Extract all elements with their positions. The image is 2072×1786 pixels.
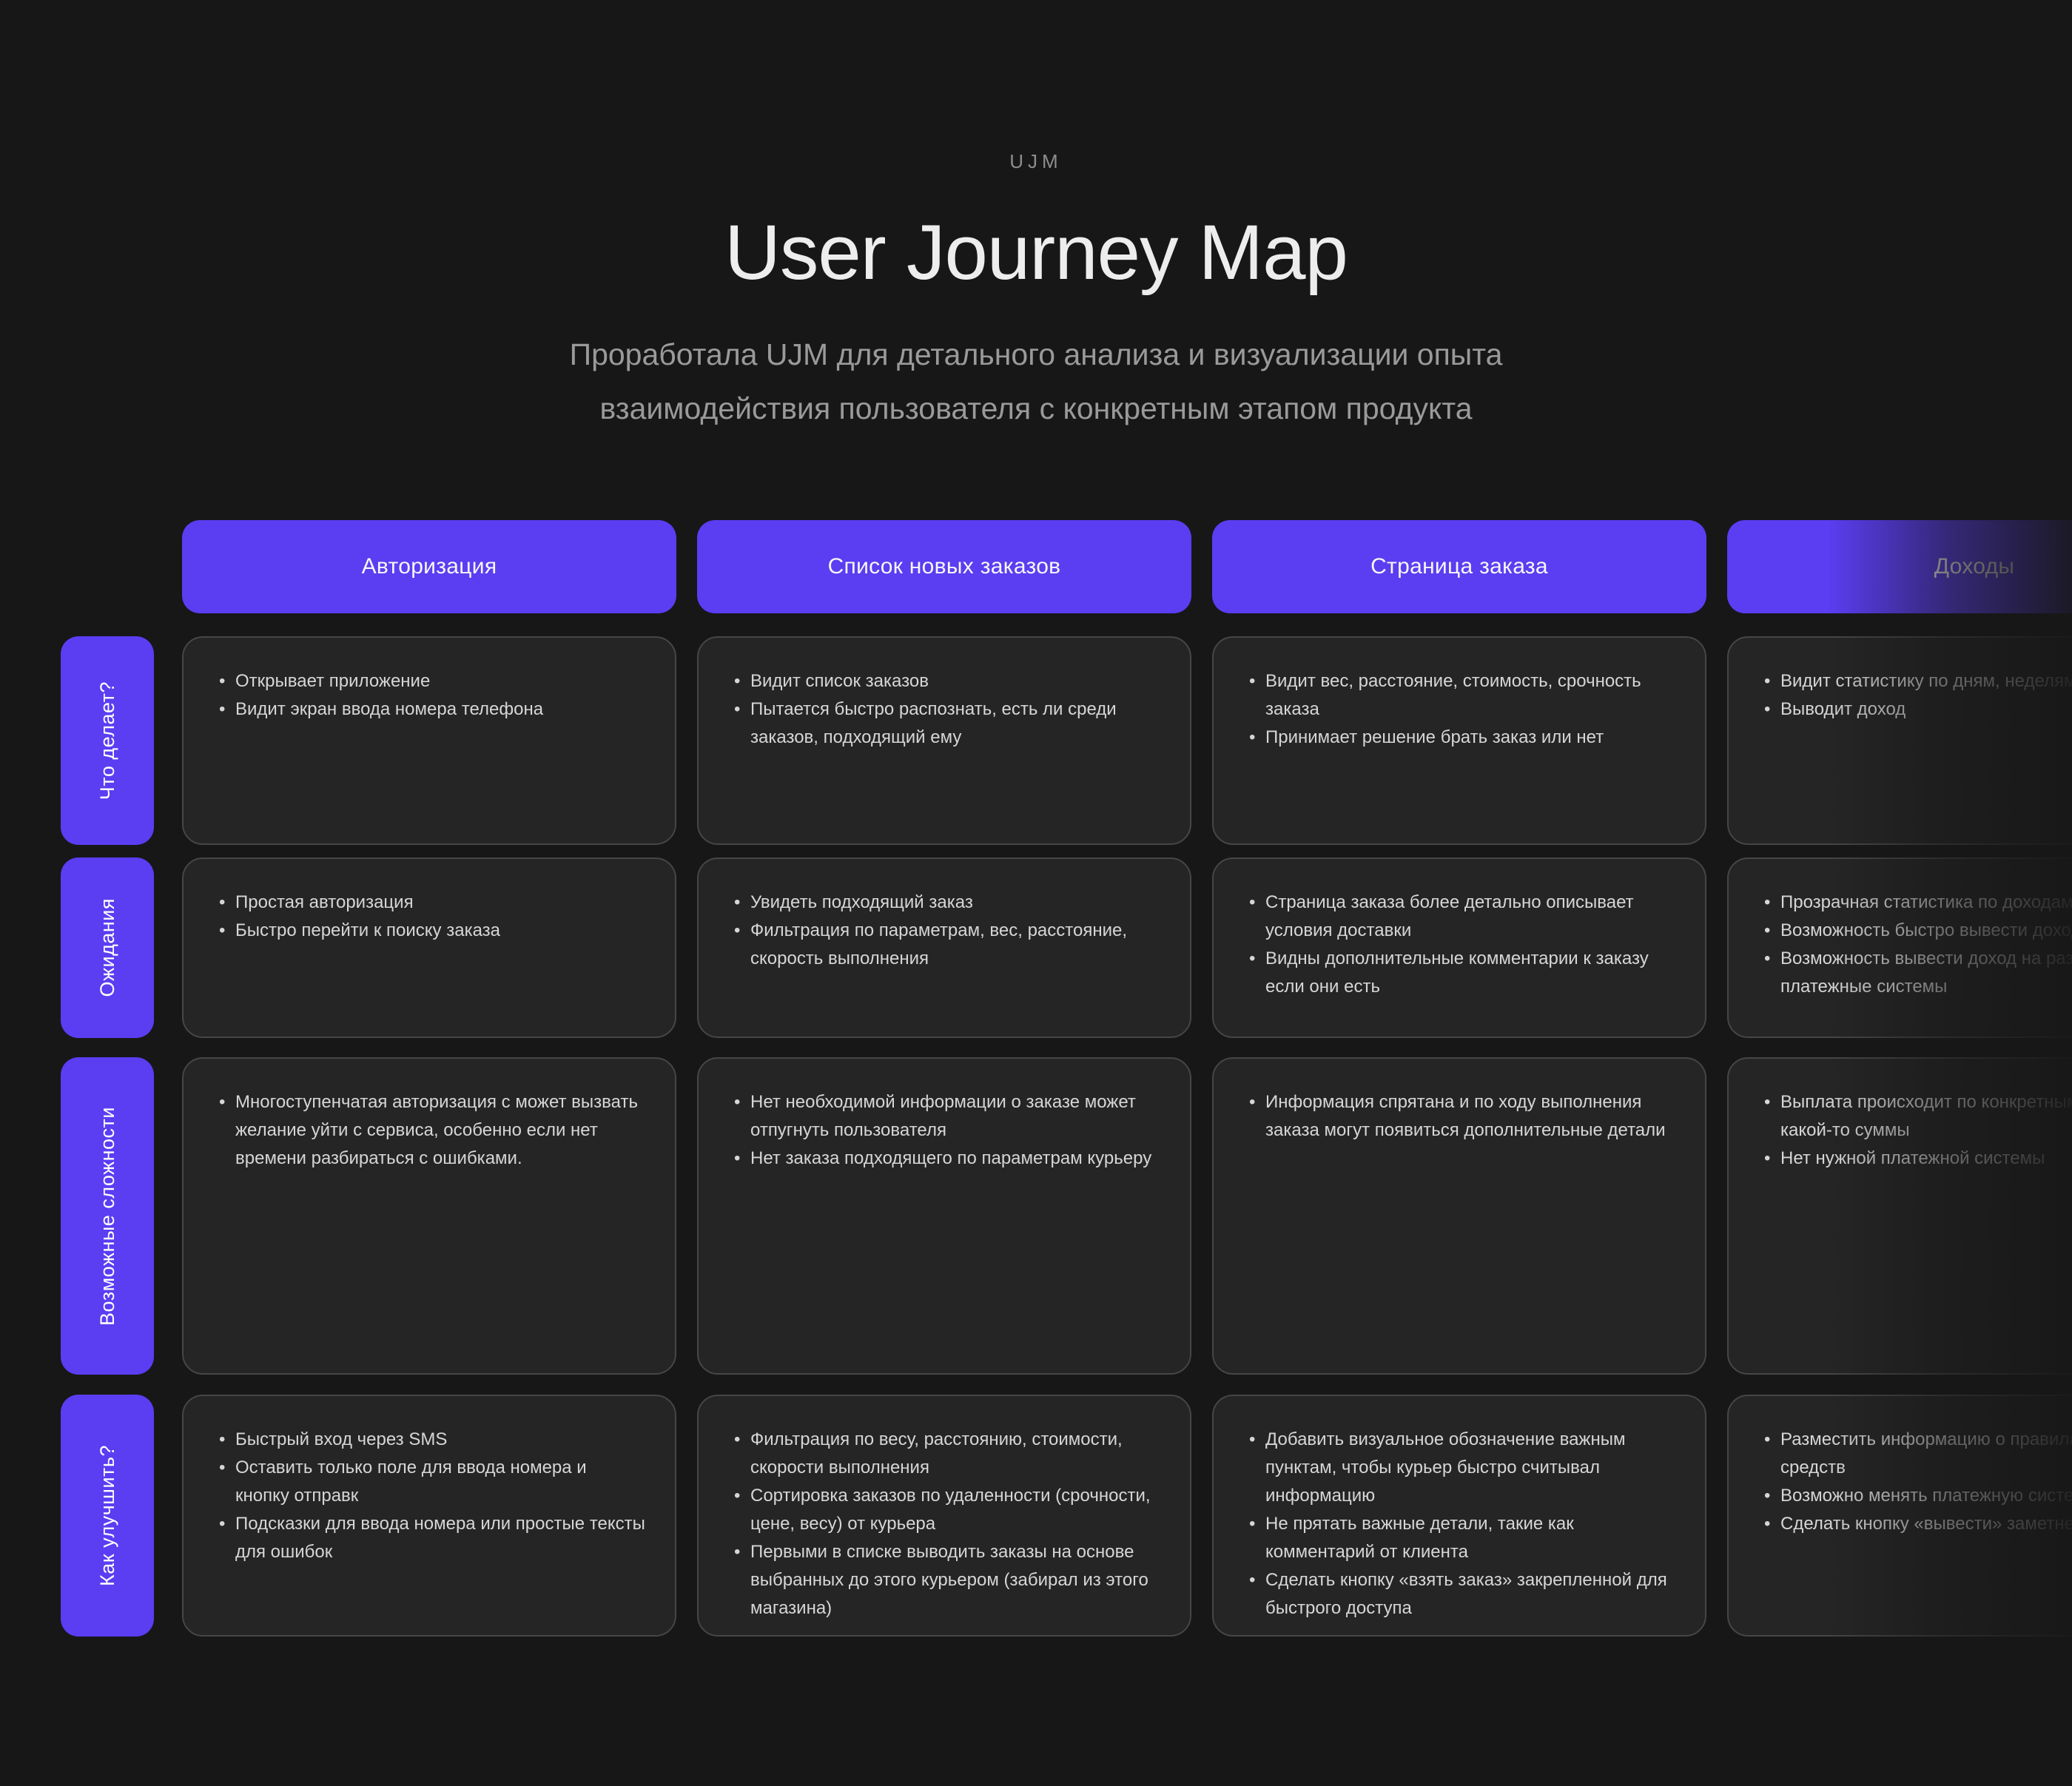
row-label-how-to-improve: Как улучшить? (61, 1395, 154, 1637)
bullet-item: Быстрый вход через SMS (219, 1426, 645, 1454)
cell-r2-c1: Нет необходимой информации о заказе може… (697, 1057, 1191, 1375)
cell-r0-c1: Видит список заказов Пытается быстро рас… (697, 636, 1191, 845)
row-possible-difficulties: Возможные сложности Многоступенчатая авт… (61, 1057, 2072, 1375)
bullet-item: Видит список заказов (734, 667, 1160, 695)
bullet-list: Фильтрация по весу, расстоянию, стоимост… (734, 1426, 1160, 1622)
row-label-text: Как улучшить? (95, 1445, 118, 1586)
bullet-item: Увидеть подходящий заказ (734, 889, 1160, 917)
row-label-text: Возможные сложности (95, 1106, 118, 1326)
bullet-item: Не прятать важные детали, такие как комм… (1249, 1510, 1675, 1566)
bullet-item: Простая авторизация (219, 889, 645, 917)
row-label-text: Что делает? (95, 681, 118, 801)
bullet-item: Возможно менять платежную систему (1764, 1482, 2072, 1510)
bullet-item: Возможность быстро вывести доход (1764, 917, 2072, 945)
row-expectations: Ожидания Простая авторизация Быстро пере… (61, 857, 2072, 1038)
bullet-item: Видит статистику по дням, неделям (1764, 667, 2072, 695)
column-header-order-page: Страница заказа (1212, 520, 1706, 613)
bullet-list: Видит вес, расстояние, стоимость, срочно… (1249, 667, 1675, 752)
cell-r0-c2: Видит вес, расстояние, стоимость, срочно… (1212, 636, 1706, 845)
bullet-item: Первыми в списке выводить заказы на осно… (734, 1538, 1160, 1622)
row-label-what-does: Что делает? (61, 636, 154, 845)
cell-r1-c1: Увидеть подходящий заказ Фильтрация по п… (697, 857, 1191, 1038)
bullet-item: Разместить информацию о правилах вывода … (1764, 1426, 2072, 1482)
header-row: Авторизация Список новых заказов Страниц… (61, 520, 2072, 613)
bullet-list: Многоступенчатая авторизация с может выз… (219, 1088, 645, 1173)
row-label-text: Ожидания (95, 898, 118, 997)
cell-r0-c3: Видит статистику по дням, неделям Выводи… (1727, 636, 2072, 845)
cell-r3-c1: Фильтрация по весу, расстоянию, стоимост… (697, 1395, 1191, 1637)
bullet-list: Видит статистику по дням, неделям Выводи… (1764, 667, 2072, 724)
bullet-item: Принимает решение брать заказ или нет (1249, 724, 1675, 752)
cell-r1-c0: Простая авторизация Быстро перейти к пои… (182, 857, 676, 1038)
column-header-authorization: Авторизация (182, 520, 676, 613)
cell-r2-c0: Многоступенчатая авторизация с может выз… (182, 1057, 676, 1375)
badge-label: UJM (1009, 150, 1063, 172)
column-header-new-orders-list: Список новых заказов (697, 520, 1191, 613)
cell-r0-c0: Открывает приложение Видит экран ввода н… (182, 636, 676, 845)
bullet-list: Прозрачная статистика по доходам Возможн… (1764, 889, 2072, 1001)
cell-r2-c3: Выплата происходит по конкретным дням от… (1727, 1057, 2072, 1375)
page-subtitle: Проработала UJM для детального анализа и… (569, 337, 1503, 425)
column-header-income: Доходы (1727, 520, 2072, 613)
cell-r3-c0: Быстрый вход через SMS Оставить только п… (182, 1395, 676, 1637)
bullet-list: Информация спрятана и по ходу выполнения… (1249, 1088, 1675, 1145)
bullet-item: Видит экран ввода номера телефона (219, 695, 645, 724)
bullet-list: Быстрый вход через SMS Оставить только п… (219, 1426, 645, 1566)
bullet-item: Оставить только поле для ввода номера и … (219, 1454, 645, 1510)
cell-r1-c3: Прозрачная статистика по доходам Возможн… (1727, 857, 2072, 1038)
bullet-item: Нет нужной платежной системы (1764, 1145, 2072, 1173)
page-title: User Journey Map (724, 209, 1348, 296)
row-what-does: Что делает? Открывает приложение Видит э… (61, 636, 2072, 845)
bullet-item: Сделать кнопку «вывести» заметнее (1764, 1510, 2072, 1538)
bullet-item: Нет необходимой информации о заказе може… (734, 1088, 1160, 1145)
bullet-list: Простая авторизация Быстро перейти к пои… (219, 889, 645, 945)
bullet-list: Выплата происходит по конкретным дням от… (1764, 1088, 2072, 1173)
bullet-list: Разместить информацию о правилах вывода … (1764, 1426, 2072, 1538)
bullet-item: Пытается быстро распознать, есть ли сред… (734, 695, 1160, 752)
bullet-item: Добавить визуальное обозначение важным п… (1249, 1426, 1675, 1510)
bullet-item: Видит вес, расстояние, стоимость, срочно… (1249, 667, 1675, 724)
row-how-to-improve: Как улучшить? Быстрый вход через SMS Ост… (61, 1395, 2072, 1637)
bullet-item: Выводит доход (1764, 695, 2072, 724)
bullet-item: Фильтрация по параметрам, вес, расстояни… (734, 917, 1160, 973)
bullet-item: Выплата происходит по конкретным дням от… (1764, 1088, 2072, 1145)
bullet-item: Информация спрятана и по ходу выполнения… (1249, 1088, 1675, 1145)
bullet-list: Добавить визуальное обозначение важным п… (1249, 1426, 1675, 1622)
bullet-list: Открывает приложение Видит экран ввода н… (219, 667, 645, 724)
bullet-item: Открывает приложение (219, 667, 645, 695)
grid-corner-spacer (61, 520, 154, 613)
bullet-list: Видит список заказов Пытается быстро рас… (734, 667, 1160, 752)
row-label-possible-difficulties: Возможные сложности (61, 1057, 154, 1375)
bullet-item: Видны дополнительные комментарии к заказ… (1249, 945, 1675, 1001)
bullet-item: Возможность вывести доход на разные плат… (1764, 945, 2072, 1001)
bullet-item: Сортировка заказов по удаленности (срочн… (734, 1482, 1160, 1538)
bullet-item: Нет заказа подходящего по параметрам кур… (734, 1145, 1160, 1173)
hero-section: UJM User Journey Map Проработала UJM для… (0, 0, 2072, 436)
bullet-item: Прозрачная статистика по доходам (1764, 889, 2072, 917)
bullet-item: Страница заказа более детально описывает… (1249, 889, 1675, 945)
bullet-item: Многоступенчатая авторизация с может выз… (219, 1088, 645, 1173)
cell-r1-c2: Страница заказа более детально описывает… (1212, 857, 1706, 1038)
bullet-list: Увидеть подходящий заказ Фильтрация по п… (734, 889, 1160, 973)
row-label-expectations: Ожидания (61, 857, 154, 1038)
bullet-list: Страница заказа более детально описывает… (1249, 889, 1675, 1001)
bullet-list: Нет необходимой информации о заказе може… (734, 1088, 1160, 1173)
bullet-item: Сделать кнопку «взять заказ» закрепленно… (1249, 1566, 1675, 1622)
bullet-item: Фильтрация по весу, расстоянию, стоимост… (734, 1426, 1160, 1482)
cell-r2-c2: Информация спрятана и по ходу выполнения… (1212, 1057, 1706, 1375)
cell-r3-c3: Разместить информацию о правилах вывода … (1727, 1395, 2072, 1637)
journey-map-grid: Авторизация Список новых заказов Страниц… (61, 520, 2072, 1637)
bullet-item: Быстро перейти к поиску заказа (219, 917, 645, 945)
bullet-item: Подсказки для ввода номера или простые т… (219, 1510, 645, 1566)
cell-r3-c2: Добавить визуальное обозначение важным п… (1212, 1395, 1706, 1637)
